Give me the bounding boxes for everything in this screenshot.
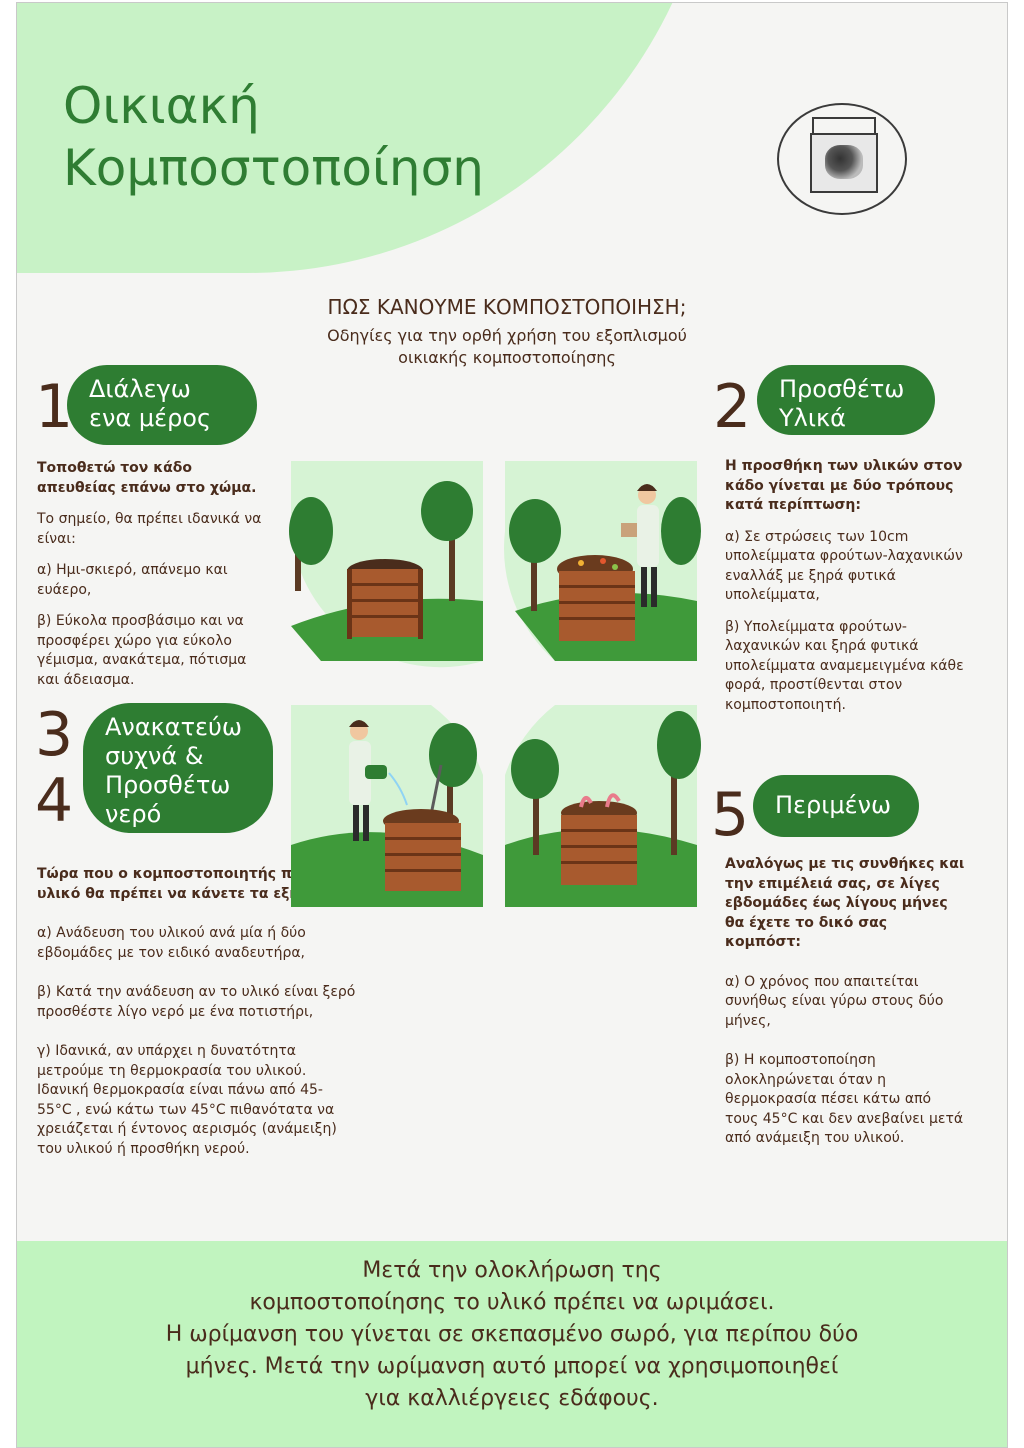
stirrer-tool-icon xyxy=(429,764,443,816)
title-line-1: Οικιακή xyxy=(63,77,260,135)
footer-line-3: Η ωρίμανση του γίνεται σε σκεπασμένο σωρ… xyxy=(165,1322,859,1347)
scene-1-illustration xyxy=(289,461,483,668)
scene-3-illustration xyxy=(291,705,483,907)
municipality-seal xyxy=(777,103,907,215)
tree-trunk xyxy=(533,765,539,855)
tree-icon xyxy=(429,723,477,787)
tree-trunk xyxy=(531,521,537,611)
step-3-4-label-line-1: Ανακατεύω xyxy=(105,713,243,741)
heading-title: ΠΩΣ ΚΑΝΟΥΜΕ ΚΟΜΠΟΣΤΟΠΟΙΗΣΗ; xyxy=(327,295,687,319)
step-1-label: Διάλεγω ενα μέρος xyxy=(67,365,257,445)
tree-trunk xyxy=(447,765,453,855)
tree-icon xyxy=(661,497,701,565)
tree-icon xyxy=(657,711,701,779)
step-2-intro: Η προσθήκη των υλικών στον κάδο γίνεται … xyxy=(725,458,963,513)
step-5-intro: Αναλόγως με τις συνθήκες και την επιμέλε… xyxy=(725,856,965,950)
compost-bin-icon xyxy=(347,569,423,639)
compost-bin-icon xyxy=(385,823,461,891)
tree-icon xyxy=(289,497,333,565)
compost-bin-icon xyxy=(561,815,637,885)
step-1-para-1: Το σημείο, θα πρέπει ιδανικά να είναι: xyxy=(37,511,262,547)
heading-subtitle-1: Οδηγίες για την ορθή χρήση του εξοπλισμο… xyxy=(327,326,687,345)
tree-trunk xyxy=(449,511,455,601)
step-2-label-line-2: Υλικά xyxy=(779,404,846,432)
tree-trunk xyxy=(671,745,677,855)
seal-emblem xyxy=(810,133,878,193)
footer-line-1: Μετά την ολοκλήρωση της xyxy=(362,1258,662,1283)
step-3-4-para-3: γ) Ιδανικά, αν υπάρχει η δυνατότητα μετρ… xyxy=(37,1043,337,1157)
step-1-label-line-2: ενα μέρος xyxy=(89,404,212,432)
tree-icon xyxy=(421,481,473,541)
footer-message: Μετά την ολοκλήρωση της κομποστοποίησης … xyxy=(107,1255,917,1415)
heading-subtitle-2: οικιακής κομποστοποίησης xyxy=(398,348,616,367)
footer-line-2: κομποστοποίησης το υλικό πρέπει να ωριμά… xyxy=(249,1290,775,1315)
step-1-number: 1 xyxy=(35,372,74,442)
step-2-para-1: α) Σε στρώσεις των 10cm υπολείμματα φρού… xyxy=(725,528,963,604)
title-line-2: Κομποστοποίηση xyxy=(63,139,484,197)
seal-pediment xyxy=(812,117,876,137)
footer-line-5: για καλλιέργειες εδάφους. xyxy=(365,1386,659,1411)
step-3-4-label: Ανακατεύω συχνά & Προσθέτω νερό xyxy=(83,703,273,833)
step-2-number: 2 xyxy=(713,372,752,442)
step-3-4-label-line-4: νερό xyxy=(105,800,162,828)
worm-icon xyxy=(605,793,621,808)
tree-icon xyxy=(511,739,559,799)
compost-bin-icon xyxy=(559,571,635,641)
woman-watering-icon xyxy=(349,720,387,841)
step-1-para-3: β) Εύκολα προσβάσιμο και να προσφέρει χώ… xyxy=(37,613,247,688)
step-2-label: Προσθέτω Υλικά xyxy=(757,365,935,435)
poster: Οικιακή Κομποστοποίηση ΠΩΣ ΚΑΝΟΥΜΕ ΚΟΜΠΟ… xyxy=(16,2,1008,1448)
page-title: Οικιακή Κομποστοποίηση xyxy=(63,75,484,199)
step-3-4-label-line-3: Προσθέτω xyxy=(105,771,231,799)
horseman-figure-icon xyxy=(825,145,863,179)
step-5-text: Αναλόγως με τις συνθήκες και την επιμέλε… xyxy=(725,855,965,1161)
step-1-intro: Τοποθετώ τον κάδο απευθείας επάνω στο χώ… xyxy=(37,460,257,496)
step-3-4-text: Τώρα που ο κομποστοποιητής περιέχει υλικ… xyxy=(37,865,357,1171)
step-1-label-line-1: Διάλεγω xyxy=(89,375,191,403)
worm-icon xyxy=(579,795,593,808)
step-2-label-line-1: Προσθέτω xyxy=(779,375,905,403)
step-3-4-para-1: α) Ανάδευση του υλικού ανά μία ή δύο εβδ… xyxy=(37,925,306,961)
step-1-text: Τοποθετώ τον κάδο απευθείας επάνω στο χώ… xyxy=(37,459,269,702)
step-5-number: 5 xyxy=(711,780,750,850)
step-4-number: 4 xyxy=(35,766,74,836)
woman-gardener-icon xyxy=(621,484,659,607)
step-1-para-2: α) Ημι-σκιερό, απάνεμο και ευάερο, xyxy=(37,562,228,598)
footer-line-4: μήνες. Μετά την ωρίμανση αυτό μπορεί να … xyxy=(185,1354,839,1379)
step-2-text: Η προσθήκη των υλικών στον κάδο γίνεται … xyxy=(725,457,973,727)
scene-2-illustration xyxy=(503,461,701,661)
step-2-para-2: β) Υπολείμματα φρούτων-λαχανικών και ξηρ… xyxy=(725,618,964,713)
step-5-para-1: α) Ο χρόνος που απαιτείται συνήθως είναι… xyxy=(725,973,944,1029)
step-3-4-label-line-2: συχνά & xyxy=(105,742,204,770)
step-5-label: Περιμένω xyxy=(753,775,919,837)
step-3-4-para-2: β) Κατά την ανάδευση αν το υλικό είναι ξ… xyxy=(37,984,356,1020)
scene-5-illustration xyxy=(505,705,701,907)
step-3-number: 3 xyxy=(35,700,74,770)
footer-banner: Μετά την ολοκλήρωση της κομποστοποίησης … xyxy=(17,1241,1007,1447)
step-5-para-2: β) Η κομποστοποίηση ολοκληρώνεται όταν η… xyxy=(725,1052,964,1146)
section-heading: ΠΩΣ ΚΑΝΟΥΜΕ ΚΟΜΠΟΣΤΟΠΟΙΗΣΗ; Οδηγίες για … xyxy=(257,295,757,369)
step-3-4-intro: Τώρα που ο κομποστοποιητής περιέχει υλικ… xyxy=(37,866,346,902)
water-stream xyxy=(388,772,408,806)
tree-icon xyxy=(509,499,561,563)
